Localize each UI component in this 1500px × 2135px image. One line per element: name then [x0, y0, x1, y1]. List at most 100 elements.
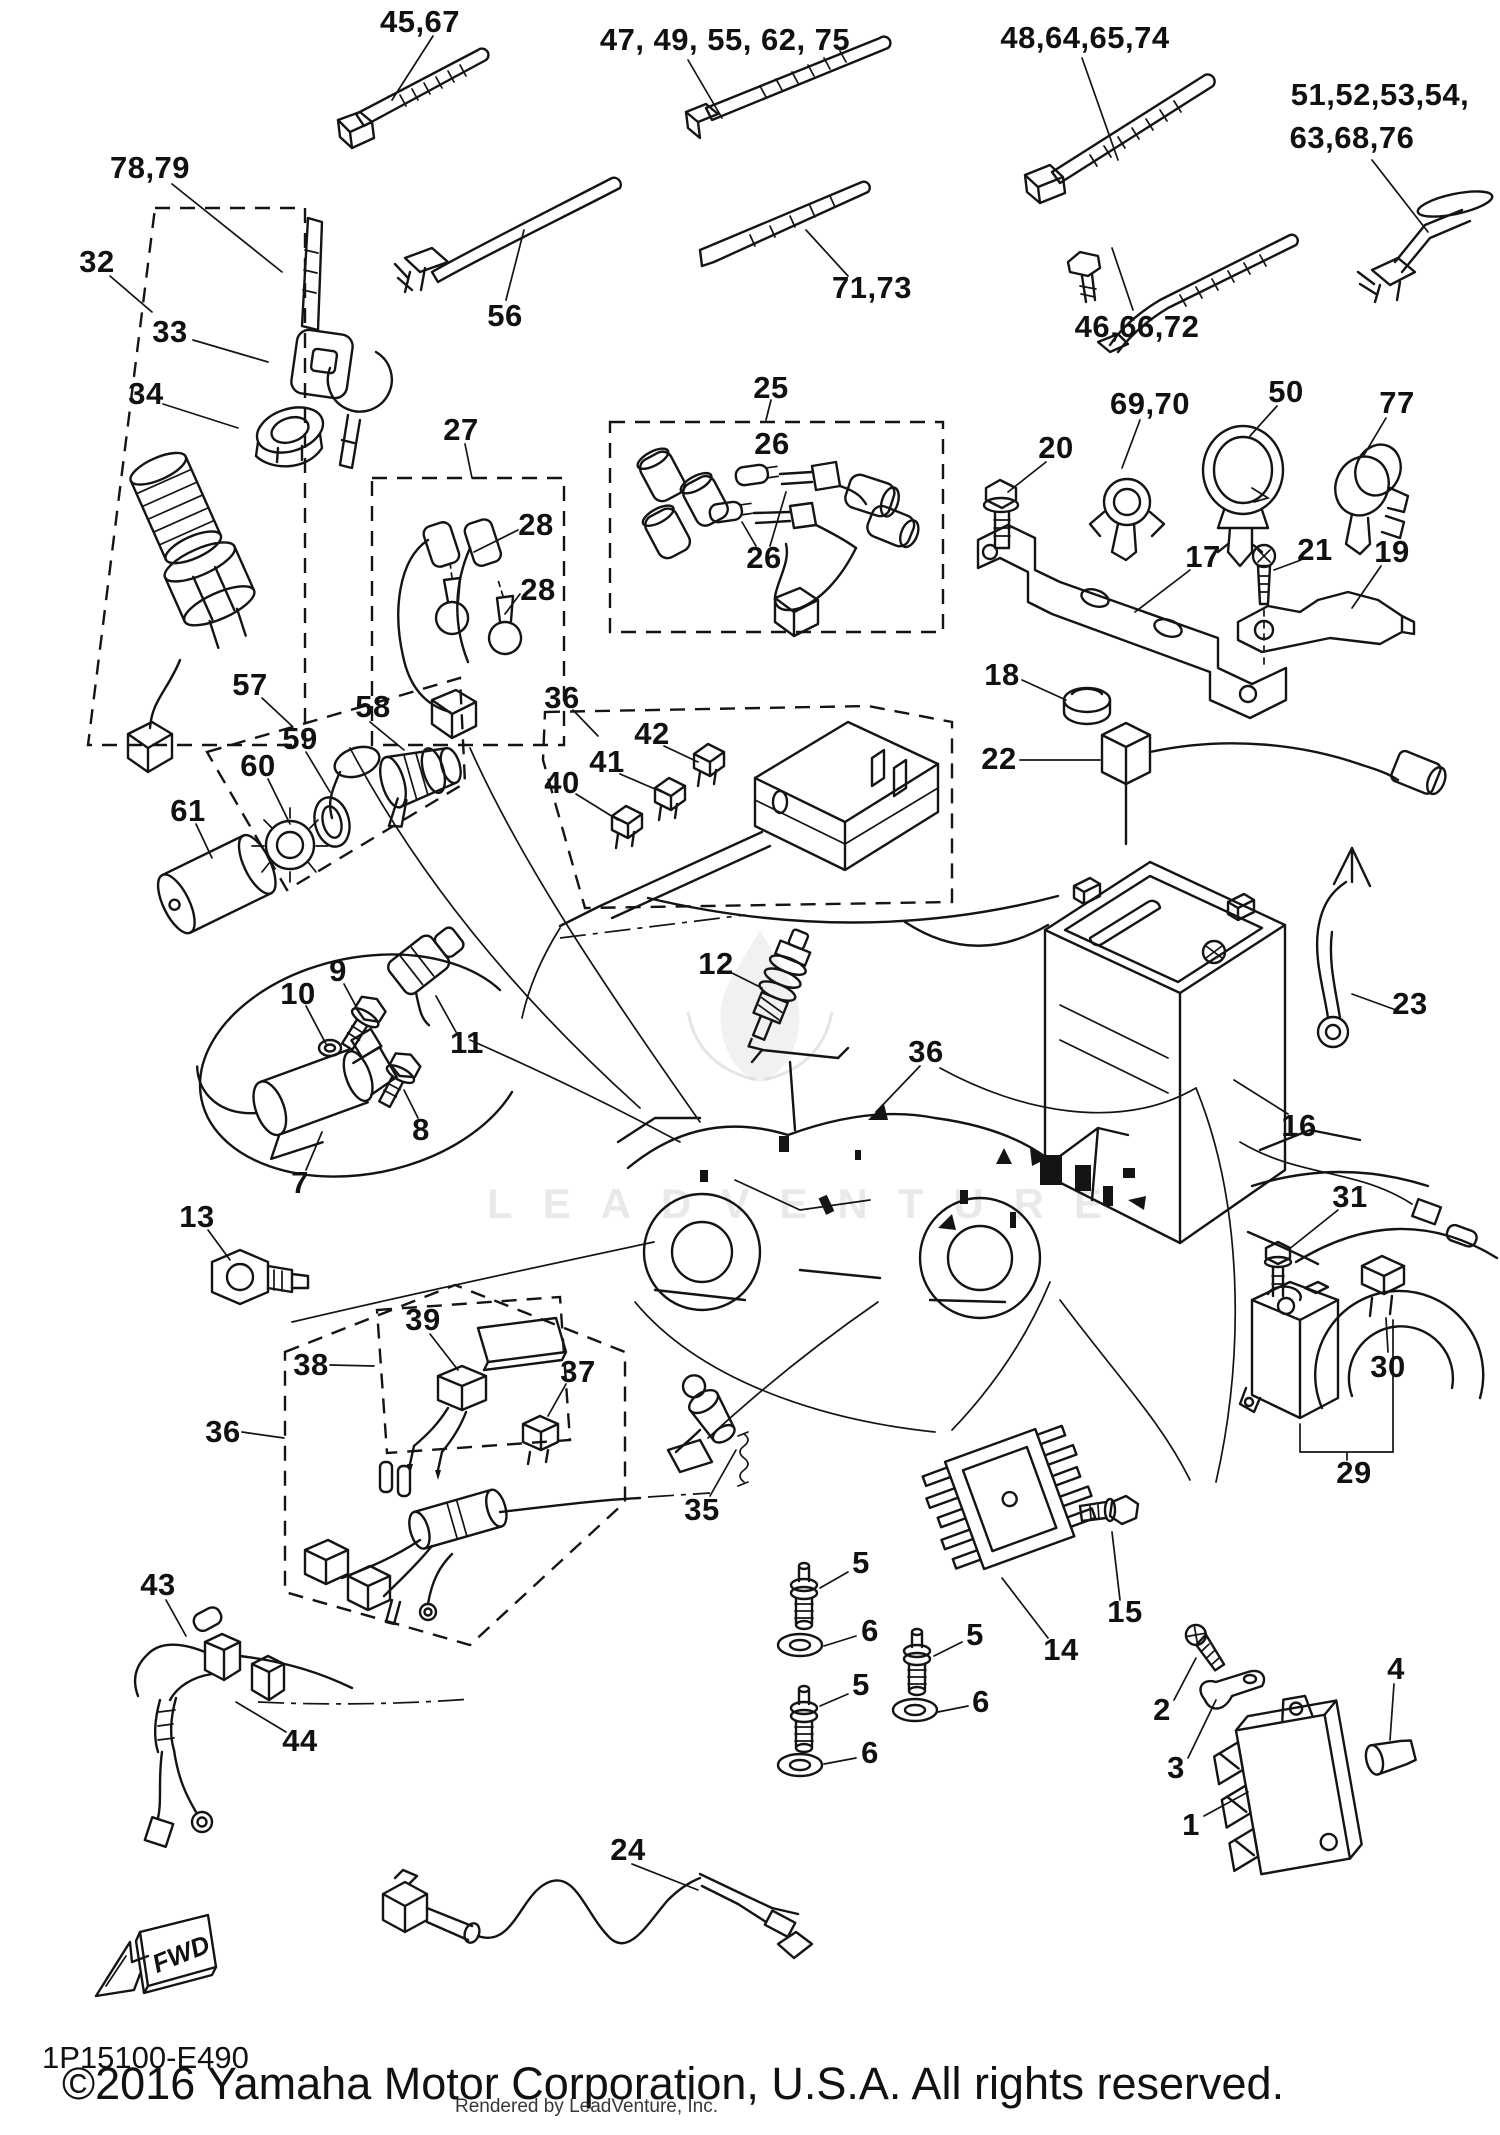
callout-1-64: 1: [1182, 1807, 1200, 1842]
callout-36-37: 36: [908, 1034, 944, 1069]
callout-41-34: 41: [589, 744, 625, 779]
callout-48-64-65-74-2: 48,64,65,74: [1000, 20, 1170, 55]
atv-rear-right: [1239, 1128, 1499, 1410]
bolt-15: [1078, 1494, 1140, 1526]
relay-37: [521, 1414, 560, 1466]
fuse-box-group-36: [541, 704, 954, 928]
fuse-30: [1360, 1254, 1406, 1318]
callout-37-51: 37: [560, 1354, 596, 1389]
wire-harness-43-44: [133, 1606, 471, 1849]
callout-6-58: 6: [972, 1684, 990, 1719]
callout-34-8: 34: [128, 376, 164, 411]
callout-39-49: 39: [405, 1302, 441, 1337]
callout-28-14: 28: [520, 572, 556, 607]
callout-17-22: 17: [1185, 539, 1221, 574]
main-switch-group: [86, 206, 394, 774]
callout-21-23: 21: [1297, 532, 1333, 567]
battery: [1043, 860, 1287, 1245]
bolt-8: [378, 1052, 422, 1109]
callout-26-16: 26: [754, 426, 790, 461]
callout-22-26: 22: [981, 741, 1017, 776]
callout-29-48: 29: [1336, 1455, 1372, 1490]
callout-18-25: 18: [984, 657, 1020, 692]
stud-5b: [902, 1627, 932, 1697]
clamp-3: [1199, 1669, 1266, 1710]
callout-7-44: 7: [291, 1165, 309, 1200]
callout-16-38: 16: [1281, 1108, 1317, 1143]
band-clip-51-76: [1356, 190, 1494, 304]
battery-bracket-17: [976, 523, 1288, 720]
switch-nut: [254, 406, 325, 468]
callout-28-13: 28: [518, 507, 554, 542]
bulb-26-b: [708, 500, 754, 524]
callout-61-31: 61: [170, 793, 206, 828]
bulb-set-27: [370, 476, 566, 747]
grommet-18: [1062, 686, 1112, 726]
gear-ring-60: [251, 807, 329, 883]
callout-5-54: 5: [852, 1545, 870, 1580]
callout-27-12: 27: [443, 412, 479, 447]
callout-26-17: 26: [746, 540, 782, 575]
callout-15-61: 15: [1107, 1594, 1143, 1629]
fuse-box-body: [558, 720, 940, 928]
fwd-arrow-icon: FWD: [94, 1913, 218, 1998]
fuse-holder-22: [1100, 721, 1447, 846]
cdi-unit-1: [1212, 1694, 1363, 1876]
plug-cap-11: [387, 926, 465, 1027]
callout-19-24: 19: [1374, 534, 1410, 569]
callout-14-60: 14: [1043, 1632, 1079, 1667]
callout-31-46: 31: [1332, 1179, 1368, 1214]
callout-4-65: 4: [1387, 1651, 1405, 1686]
callout-32-6: 32: [79, 244, 115, 279]
cap-59: [313, 745, 381, 848]
bulb-26-a: [734, 463, 780, 487]
callout-5-56: 5: [966, 1617, 984, 1652]
callout-6-55: 6: [861, 1613, 879, 1648]
callout-71-73-10: 71,73: [831, 270, 913, 305]
callout-40-35: 40: [544, 765, 580, 800]
callout-77-21: 77: [1379, 385, 1415, 420]
callout-12-36: 12: [698, 946, 734, 981]
coil-body: [195, 1027, 398, 1161]
switch-barrel: [129, 451, 256, 650]
callout-36-32: 36: [544, 680, 580, 715]
callout-46-66-72-11: 46,66,72: [1074, 309, 1200, 344]
callout-30-47: 30: [1370, 1349, 1406, 1384]
callout-36-52: 36: [205, 1414, 241, 1449]
callout-43-66: 43: [140, 1567, 176, 1602]
callout-11-42: 11: [450, 1025, 484, 1060]
callout-51-52-53-54--3: 51,52,53,54,: [1290, 77, 1470, 112]
ring-clamp-50: [1201, 424, 1285, 568]
socket-58: [379, 746, 462, 828]
cable-tie-48-64-65-74: [1023, 73, 1216, 205]
callout-5-57: 5: [852, 1667, 870, 1702]
rendered-by-text: Rendered by LeadVenture, Inc.: [455, 2096, 719, 2117]
bulb-set-25: [608, 420, 945, 638]
wire-clamp-77: [1334, 443, 1410, 556]
screw-2: [1184, 1623, 1226, 1672]
callout-44-67: 44: [282, 1723, 318, 1758]
sub-harness-group-36: [283, 1283, 711, 1647]
cable-tie-45-67: [336, 47, 490, 150]
plug-body-61: [156, 833, 277, 935]
cable-tie-46-66-72: [1066, 233, 1299, 354]
callout-10-41: 10: [280, 976, 316, 1011]
cdi-group: [1184, 1623, 1417, 1876]
callout-2-62: 2: [1153, 1692, 1171, 1727]
callout-9-40: 9: [329, 953, 347, 988]
battery-cable-23: [1315, 846, 1372, 1049]
fuse-42: [692, 742, 726, 788]
harness-routing-curves: [291, 747, 1237, 1483]
callout-23-39: 23: [1392, 986, 1428, 1021]
callout-63-68-76-4: 63,68,76: [1289, 120, 1415, 155]
atv-outline: [616, 1046, 1146, 1320]
fuse-41: [653, 776, 687, 822]
starter-relay-group: [1238, 1240, 1406, 1461]
callout-38-50: 38: [293, 1347, 329, 1382]
stay-bracket-19: [1236, 590, 1416, 654]
spark-plug-icon: [747, 928, 812, 1051]
callout-59-29: 59: [282, 721, 318, 756]
ignition-coil-group: [195, 914, 746, 1178]
